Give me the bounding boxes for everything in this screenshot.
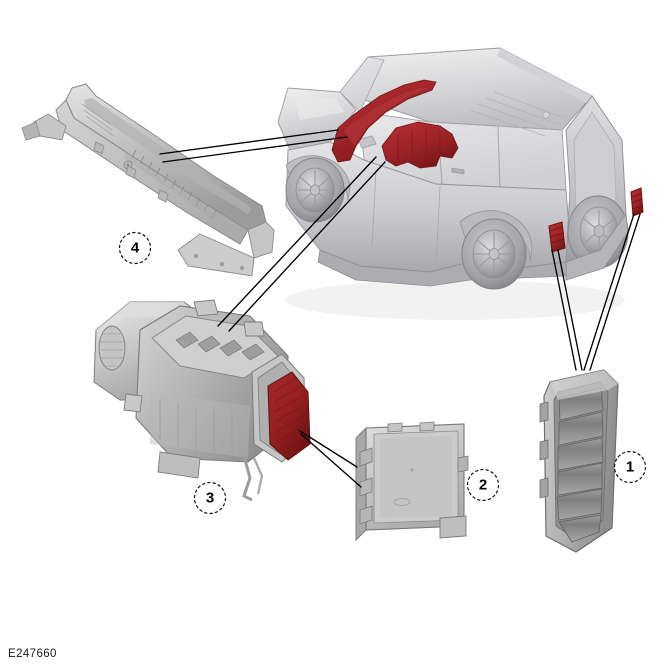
body-vent-left-highlight (548, 221, 566, 253)
rear-door-shutline (435, 185, 441, 269)
cowl-panel-channel (84, 98, 252, 214)
hvac-lower-face (150, 392, 250, 458)
callout-4-circle (118, 231, 152, 265)
c-pillar (497, 126, 501, 189)
figure-id-label: E247660 (8, 648, 57, 660)
leader-vent-left-b (557, 249, 583, 371)
callout-1-circle (613, 450, 647, 484)
part-hvac-heater-assembly (93, 299, 311, 502)
hvac-lower-mount (157, 451, 201, 479)
hvac-side-core (98, 325, 126, 371)
hvac-mounting-tabs (123, 299, 265, 413)
exterior-mirror (357, 135, 377, 149)
cowl-highlight-shading (344, 88, 428, 146)
cover-panel-inner (380, 436, 452, 518)
callout-4-label: 4 (131, 240, 140, 257)
cover-panel-pin-mark (410, 468, 414, 472)
front-door-shutline (371, 169, 377, 247)
cowl-panel-right-extension (177, 233, 255, 277)
part-access-cover-panel (355, 421, 469, 542)
callout-4[interactable]: 4 (118, 231, 152, 265)
cowl-highlight-region (331, 79, 437, 163)
cowl-panel-right-bracket (247, 221, 275, 259)
bonnet-highlight (294, 96, 344, 120)
cowl-panel-louvres (131, 149, 217, 219)
tailgate-window (573, 111, 617, 213)
leader-filter-cover-a (299, 430, 358, 468)
extractor-vent-top-rim (550, 370, 618, 400)
part-cowl-panel-grille (21, 83, 275, 277)
cowl-panel-grommet-hole (126, 163, 130, 167)
roof-ribs (469, 91, 565, 137)
cowl-panel-fixings (193, 253, 245, 271)
cover-panel-foot (439, 515, 467, 539)
leader-hvac-a (217, 156, 377, 327)
hvac-pipe-a (242, 455, 253, 502)
part-extractor-vent (539, 369, 619, 553)
body-vent-right-highlight (630, 187, 644, 217)
rear-wheel-hub (488, 248, 500, 260)
hvac-highlight-region (381, 121, 459, 169)
hvac-lower-ribs (159, 400, 233, 454)
hvac-highlight-detail (397, 128, 441, 164)
body-vent-left-slats (549, 226, 565, 244)
roof-antenna-base (542, 111, 550, 119)
vehicle-illustration (277, 47, 644, 320)
leader-filter-cover-b (300, 433, 362, 488)
leader-lines (159, 129, 641, 488)
spare-wheel-hub (593, 224, 605, 238)
hvac-core-fins (101, 333, 123, 367)
hvac-duct-openings (175, 331, 265, 361)
leader-hvac-b (228, 161, 386, 332)
cowl-panel-left-tab (21, 121, 41, 141)
cover-panel-clips (359, 447, 373, 525)
extractor-vent-lugs (539, 401, 549, 499)
cowl-panel-ribs (81, 103, 115, 137)
callout-2-label: 2 (479, 477, 487, 494)
callout-1[interactable]: 1 (613, 450, 647, 484)
body-vent-right-slats (631, 192, 644, 210)
windscreen (339, 56, 385, 113)
callout-2-circle (466, 468, 500, 502)
callout-3[interactable]: 3 (193, 481, 227, 515)
leader-vent-right-b (589, 213, 641, 371)
roof-rear-edge (497, 48, 592, 104)
extractor-vent-slats (556, 387, 604, 543)
cover-panel-latch (457, 455, 469, 473)
cowl-panel-louvre-panel (124, 152, 216, 220)
cover-panel-moulding-mark (393, 498, 411, 506)
hvac-pipe-b (252, 457, 264, 495)
callout-2[interactable]: 2 (466, 468, 500, 502)
leader-cowl-a (159, 129, 339, 155)
cover-panel-top-tabs (387, 421, 435, 433)
cabin-air-filter-highlight (267, 371, 311, 461)
hvac-blower-top-highlight (96, 302, 184, 342)
vehicle-ground-shadow (285, 280, 625, 320)
cabin-air-filter-pleats (273, 377, 309, 451)
rear-door-handle (451, 167, 465, 175)
callout-markers: 1 2 3 4 (118, 231, 647, 515)
leader-vent-right-a (583, 213, 635, 371)
callout-1-label: 1 (626, 459, 634, 476)
leader-cowl-b (162, 136, 348, 163)
front-wheel-hub (310, 184, 320, 196)
callout-3-circle (193, 481, 227, 515)
leader-vent-left-a (551, 249, 577, 371)
cowl-panel-mount-feet (93, 141, 169, 203)
callout-3-label: 3 (206, 490, 214, 507)
